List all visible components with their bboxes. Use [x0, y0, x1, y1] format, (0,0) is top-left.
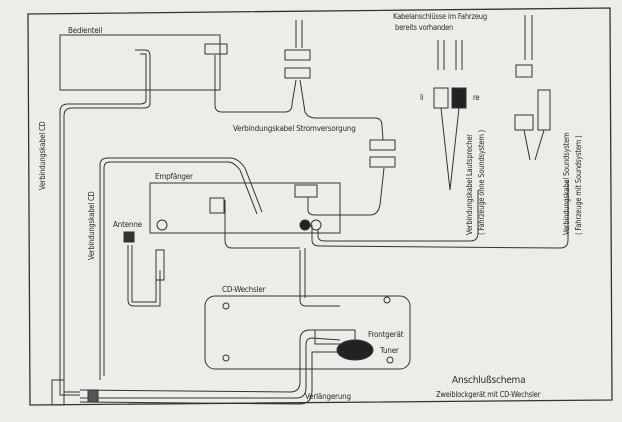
connector-3 — [284, 67, 311, 79]
power-cable-harness — [214, 55, 297, 113]
tuner-plug — [336, 339, 374, 361]
connector-1 — [204, 43, 228, 55]
connector-5 — [369, 156, 396, 168]
cd-cable-outer-label: Verbindungskabel CD — [38, 121, 47, 190]
connector-2 — [284, 49, 311, 61]
extension-label: Verlängerung — [305, 392, 351, 401]
receiver-label: Empfänger — [155, 172, 193, 181]
extension-cable — [79, 329, 330, 393]
tuner-label: Tuner — [380, 346, 399, 355]
sound-cable-label: Verbindungskabel Soundsystem — [562, 132, 571, 235]
front-unit-label: Frontgerät — [368, 330, 404, 339]
cd-cable-inner-label: Verbindungskabel CD — [87, 191, 96, 260]
outer-frame — [27, 7, 613, 406]
diagram-title: Anschlußschema — [452, 375, 526, 386]
connector-4 — [369, 139, 396, 151]
front-unit-plug — [314, 329, 356, 345]
cd-changer-box — [204, 295, 411, 370]
cd-changer-label: CD-Wechsler — [222, 285, 266, 294]
control-panel-cable — [63, 49, 151, 393]
sound-cable-note: ( Fahrzeuge mit Soundsystem ) — [574, 135, 583, 235]
control-panel-label: Bedienteil — [68, 26, 103, 35]
diagram-subtitle: Zweiblockgerät mit CD-Wechsler — [436, 390, 541, 399]
speaker-cable-note: ( Fahrzeuge ohne Soundsystem ) — [477, 129, 486, 235]
speaker-cable-label: Verbindungskabel Lautsprecher — [465, 134, 474, 235]
left-marker: li — [420, 93, 424, 102]
control-panel-box — [59, 34, 221, 91]
right-marker: re — [473, 93, 480, 102]
existing-connections-line2: bereits vorhanden — [395, 23, 454, 32]
power-cable-label: Verbindungskabel Stromversorgung — [233, 124, 356, 133]
existing-connections-line1: Kabelanschlüsse im Fahrzeug — [393, 12, 487, 21]
antenna-label: Antenne — [113, 220, 142, 229]
antenna-cable — [127, 245, 161, 307]
cd-cable-inner — [99, 157, 263, 380]
connector-6 — [294, 184, 318, 198]
